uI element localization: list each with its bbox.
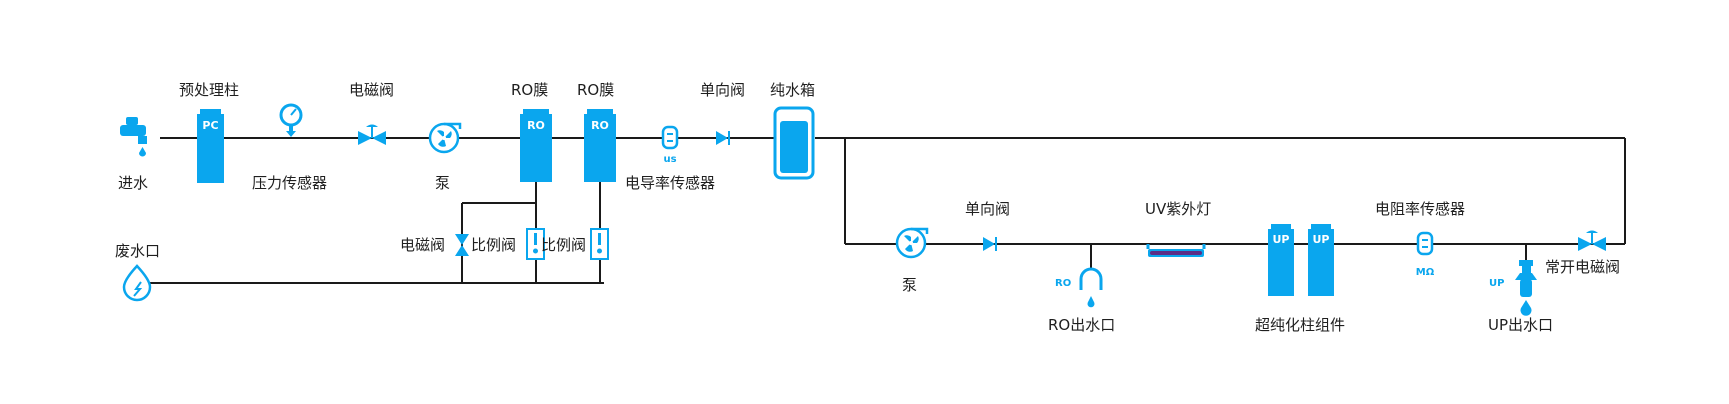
up2-tag: UP [1313, 233, 1330, 246]
check-valve-2-label: 单向阀 [965, 200, 1010, 218]
pump-1-label: 泵 [435, 174, 450, 192]
inlet-faucet-icon [120, 117, 147, 157]
uv-lamp-icon [1146, 244, 1206, 257]
pure-tank-label: 纯水箱 [770, 81, 815, 99]
ro2-tag: RO [591, 119, 609, 132]
inlet-label: 进水 [118, 174, 148, 192]
pump-1-icon [428, 122, 462, 154]
normally-open-solenoid-valve-icon [1578, 230, 1606, 251]
uv-lamp-label: UV紫外灯 [1145, 200, 1211, 218]
pump-2-icon [895, 227, 929, 259]
ratio-valve-2-label: 比例阀 [541, 236, 586, 254]
waste-outlet-icon [122, 264, 152, 302]
check-valve-2-icon [983, 237, 997, 251]
pretreat-tag: PC [202, 119, 218, 132]
solenoid-valve-icon [358, 124, 386, 145]
mohm-tag: MΩ [1416, 267, 1435, 278]
solenoid-valve-2-label: 电磁阀 [400, 236, 445, 254]
ultrapure-column-2: UP [1308, 224, 1334, 296]
up-outlet-icon: UP [1489, 260, 1537, 316]
pure-water-tank [773, 106, 815, 180]
resistivity-sensor-icon: MΩ [1416, 231, 1435, 278]
resistivity-label: 电阻率传感器 [1375, 200, 1465, 218]
pump-2-label: 泵 [902, 276, 917, 294]
us-tag: us [663, 154, 676, 165]
up1-tag: UP [1273, 233, 1290, 246]
no-solenoid-valve-label: 常开电磁阀 [1545, 258, 1620, 276]
ratio-valve-1-icon [526, 228, 545, 260]
conductivity-label: 电导率传感器 [625, 174, 715, 192]
ro-outlet-tag: RO [1055, 278, 1071, 289]
pressure-sensor-label: 压力传感器 [252, 174, 327, 192]
up-outlet-tag: UP [1489, 278, 1504, 289]
pretreat-column: PC [197, 109, 224, 183]
up-outlet-label: UP出水口 [1488, 316, 1553, 334]
conductivity-sensor-icon: us [661, 125, 679, 165]
ro1-tag: RO [527, 119, 545, 132]
ro-outlet-label: RO出水口 [1048, 316, 1115, 334]
pressure-gauge-icon [279, 103, 303, 137]
ultrapure-column-1: UP [1268, 224, 1294, 296]
ratio-valve-2-icon [590, 228, 609, 260]
waste-outlet-label: 废水口 [115, 242, 160, 260]
ro-membrane-1: RO [520, 109, 552, 182]
ro-outlet-icon: RO [1055, 267, 1103, 308]
pretreat-label: 预处理柱 [179, 81, 239, 99]
solenoid-valve-2-icon [455, 234, 469, 256]
check-valve-1-icon [716, 131, 730, 145]
ro2-label: RO膜 [577, 81, 614, 99]
ratio-valve-1-label: 比例阀 [471, 236, 516, 254]
ultrapure-columns-label: 超纯化柱组件 [1255, 316, 1345, 334]
solenoid-valve-1-label: 电磁阀 [349, 81, 394, 99]
ro-membrane-2: RO [584, 109, 616, 182]
ro1-label: RO膜 [511, 81, 548, 99]
check-valve-1-label: 单向阀 [700, 81, 745, 99]
